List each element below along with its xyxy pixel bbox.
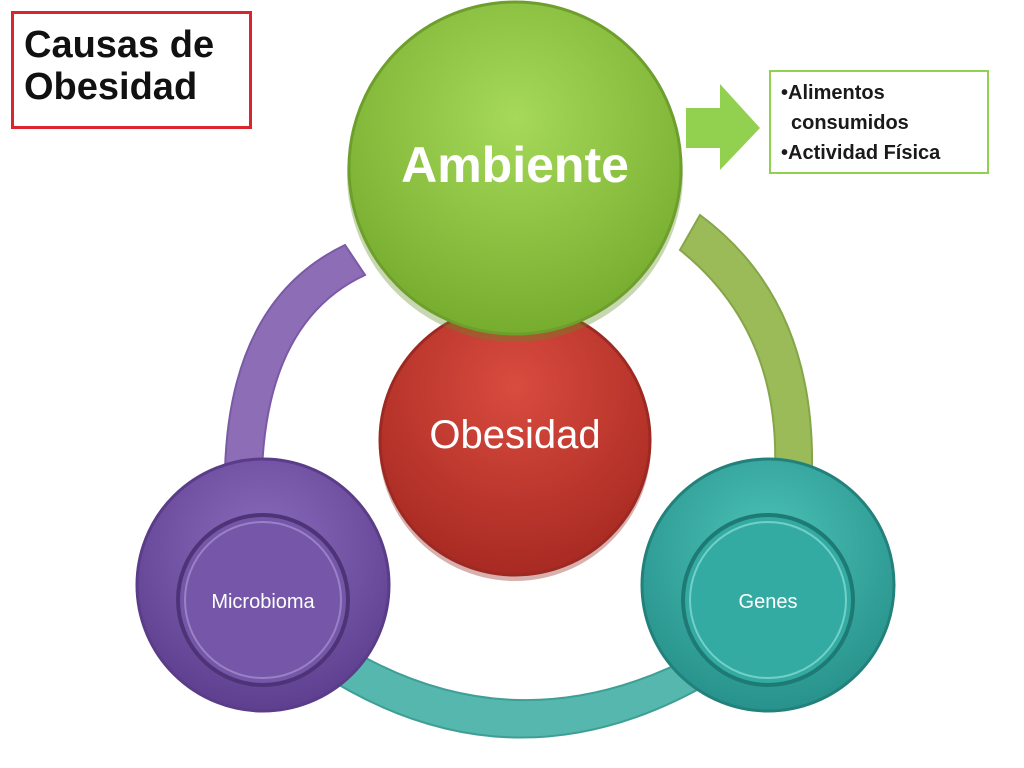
ambiente-label: Ambiente xyxy=(401,137,629,193)
callout-item-activity: Actividad Física xyxy=(781,138,979,168)
obesidad-label: Obesidad xyxy=(429,413,600,457)
slide-title-box: Causas de Obesidad xyxy=(11,11,252,129)
genes-node: Genes xyxy=(640,457,896,713)
callout-list: Alimentos consumidos Actividad Física xyxy=(781,78,979,168)
ring-arc-bottom xyxy=(316,638,720,739)
microbioma-label: Microbioma xyxy=(211,591,315,613)
microbioma-node: Microbioma xyxy=(135,457,391,713)
slide-title-line-1: Causas de xyxy=(24,24,215,66)
obesidad-node: Obesidad xyxy=(378,303,652,581)
ambiente-node: Ambiente xyxy=(347,0,683,342)
genes-label: Genes xyxy=(739,591,798,613)
callout-arrow-icon xyxy=(686,84,760,170)
ambiente-callout-box: Alimentos consumidos Actividad Física xyxy=(769,70,989,174)
slide-title-line-2: Obesidad xyxy=(24,66,198,108)
callout-item-food: Alimentos consumidos xyxy=(781,78,979,138)
